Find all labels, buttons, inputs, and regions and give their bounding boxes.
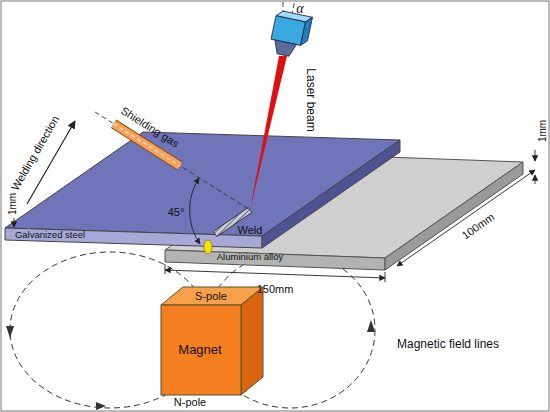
pole-label: S-pole: [195, 290, 227, 302]
steel-plate: [5, 132, 400, 248]
laser-head: [268, 10, 312, 60]
field-arrows: [6, 248, 375, 410]
part-label: Weld: [238, 224, 263, 236]
dimension-lines: [14, 150, 535, 282]
magnet-side: [241, 287, 263, 395]
laser-beam: [250, 56, 287, 210]
pole-label: N-pole: [174, 396, 206, 408]
part-label: Galvanized steel: [15, 230, 85, 240]
magnet-front: [161, 305, 241, 395]
part-label: Magnetic field lines: [397, 338, 499, 351]
angle-label: 45°: [168, 206, 185, 218]
weld-bead: [204, 240, 212, 254]
gas-axis: [95, 112, 250, 210]
dimension-label: 1mm: [537, 120, 548, 142]
dimension-label: 100mm: [459, 211, 496, 242]
magnet-block: S-poleMagnet: [160, 283, 265, 396]
magnet-label: Magnet: [178, 343, 221, 357]
dimension-label: 150mm: [257, 283, 294, 295]
dimension-label: 1mm: [7, 193, 18, 215]
part-label: Aluminium alloy: [217, 252, 284, 262]
angle-label: α: [296, 1, 303, 16]
angle-arc: [190, 178, 200, 244]
part-label: Laser beam: [303, 68, 316, 131]
part-label: Welding direction: [9, 114, 62, 193]
